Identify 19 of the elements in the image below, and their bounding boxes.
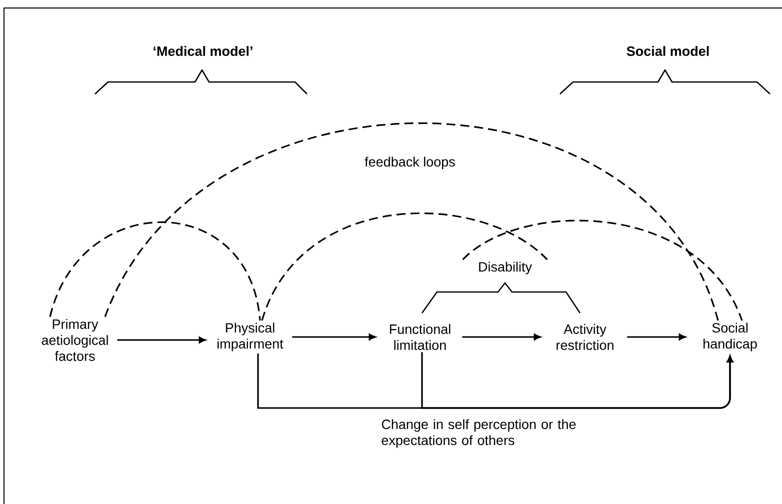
- arrow: [627, 334, 686, 340]
- node-text: Activity restriction: [556, 324, 614, 350]
- node-text: Social handicap: [704, 322, 757, 352]
- label: feedback loops: [364, 156, 455, 170]
- node-text: Disability: [479, 262, 532, 274]
- node-text: Primary aetiological factors: [42, 319, 108, 361]
- feedback-loop: [49, 222, 261, 321]
- label: Social model: [626, 46, 709, 56]
- label: ‘Medical model’: [154, 46, 252, 56]
- arrow: [292, 334, 376, 340]
- feedback-loop: [462, 220, 743, 321]
- arrow: [117, 336, 206, 344]
- feedback-loop: [104, 122, 719, 321]
- feedback-loop: [261, 212, 548, 321]
- arrow: [421, 352, 734, 409]
- edge-label: Change in self perception or the expectations of others: [382, 419, 576, 448]
- node-text: Physical impairment: [218, 322, 284, 352]
- node-text: Functional limitation: [390, 324, 450, 350]
- arrow: [462, 334, 541, 340]
